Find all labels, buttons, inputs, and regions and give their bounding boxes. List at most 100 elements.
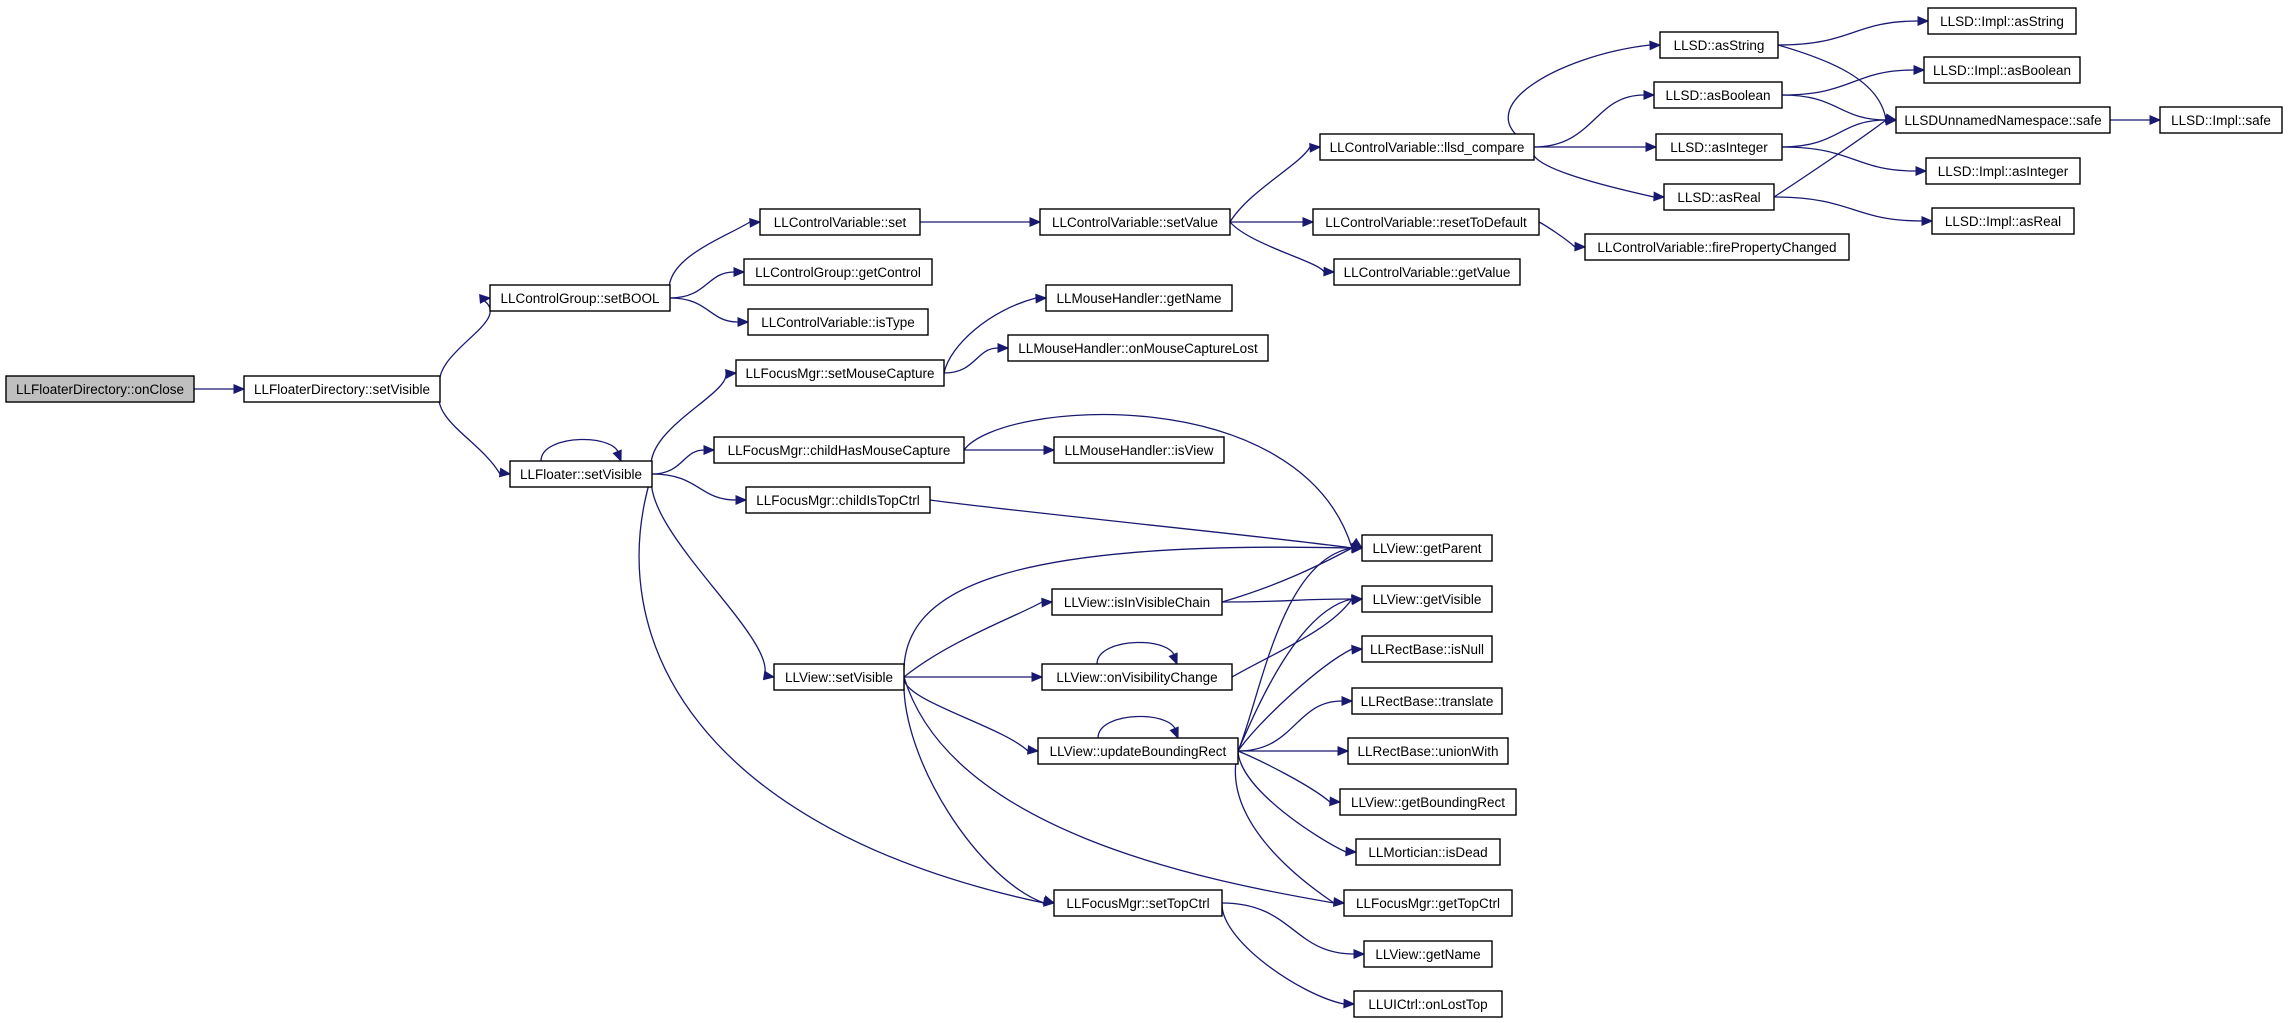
- node-vGetName[interactable]: LLView::getName: [1363, 940, 1493, 968]
- node-mhGetName[interactable]: LLMouseHandler::getName: [1045, 284, 1233, 312]
- arrowhead: [1343, 998, 1356, 1009]
- edge-line: [1235, 750, 1335, 904]
- node-mhIsView[interactable]: LLMouseHandler::isView: [1053, 436, 1225, 464]
- node-label: LLControlVariable::llsd_compare: [1330, 140, 1525, 155]
- edge-fSetVisible-to-fmChildIsTopCtrl: [651, 473, 748, 505]
- edge-cvResetToDefault-to-cvFirePropertyChanged: [1538, 221, 1587, 252]
- node-cgGetControl[interactable]: LLControlGroup::getControl: [743, 258, 933, 286]
- edge-fSetVisible-to-fmChildHasMouseCapture: [651, 445, 716, 475]
- node-box: [1663, 183, 1775, 211]
- node-cvSetValue[interactable]: LLControlVariable::setValue: [1039, 208, 1231, 236]
- node-implSafe[interactable]: LLSD::Impl::safe: [2159, 106, 2283, 134]
- node-fdSetVisible[interactable]: LLFloaterDirectory::setVisible: [243, 375, 441, 403]
- node-onClose[interactable]: LLFloaterDirectory::onClose: [5, 375, 195, 403]
- edge-line: [1231, 598, 1353, 678]
- edge-vUpdateBoundingRect-to-rbUnionWith: [1238, 746, 1350, 756]
- node-box: [243, 375, 441, 403]
- edge-vUpdateBoundingRect-to-vGetBoundingRect: [1237, 750, 1342, 807]
- edge-fSetVisible-to-fmSetMouseCapture: [650, 369, 738, 475]
- edge-line: [903, 676, 1045, 904]
- edge-sdAsInteger-to-unnamedSafe: [1781, 115, 1898, 148]
- node-unnamedSafe[interactable]: LLSDUnnamedNamespace::safe: [1895, 106, 2111, 134]
- edge-fmChildHasMouseCapture-to-mhIsView: [963, 445, 1056, 455]
- edge-line: [903, 546, 1353, 678]
- node-sdAsInteger[interactable]: LLSD::asInteger: [1655, 133, 1783, 161]
- node-box: [759, 208, 921, 236]
- node-vOnVisibilityChange[interactable]: LLView::onVisibilityChange: [1041, 663, 1233, 691]
- node-fmChildIsTopCtrl[interactable]: LLFocusMgr::childIsTopCtrl: [745, 486, 931, 514]
- edge-cvSetValue-to-cvLlsdCompare: [1229, 142, 1322, 223]
- node-rbUnionWith[interactable]: LLRectBase::unionWith: [1347, 737, 1509, 765]
- node-vGetParent[interactable]: LLView::getParent: [1361, 534, 1493, 562]
- node-vIsInVisibleChain[interactable]: LLView::isInVisibleChain: [1051, 588, 1223, 616]
- edge-vUpdateBoundingRect-to-fmGetTopCtrl: [1235, 750, 1346, 907]
- node-label: LLView::getParent: [1372, 541, 1481, 556]
- node-sdAsString[interactable]: LLSD::asString: [1659, 31, 1779, 59]
- edge-fmChildIsTopCtrl-to-vGetParent: [929, 499, 1364, 553]
- node-cvLlsdCompare[interactable]: LLControlVariable::llsd_compare: [1319, 133, 1535, 161]
- edge-line: [943, 347, 999, 374]
- node-fSetVisible[interactable]: LLFloater::setVisible: [509, 460, 653, 488]
- edge-line: [1097, 715, 1177, 739]
- node-sdAsBoolean[interactable]: LLSD::asBoolean: [1653, 81, 1783, 109]
- node-label: LLSD::Impl::asString: [1940, 14, 2064, 29]
- node-label: LLSD::asInteger: [1670, 140, 1768, 155]
- node-label: LLControlVariable::set: [774, 215, 907, 230]
- node-mIsDead[interactable]: LLMortician::isDead: [1355, 838, 1501, 866]
- node-cgSetBOOL[interactable]: LLControlGroup::setBOOL: [489, 284, 671, 312]
- node-rbIsNull[interactable]: LLRectBase::isNull: [1361, 635, 1493, 663]
- edge-line: [650, 473, 766, 678]
- node-box: [1007, 334, 1269, 362]
- node-label: LLControlGroup::setBOOL: [500, 291, 660, 306]
- edge-line: [540, 438, 620, 462]
- edge-line: [438, 388, 501, 475]
- node-vUpdateBoundingRect[interactable]: LLView::updateBoundingRect: [1037, 737, 1239, 765]
- node-cvGetValue[interactable]: LLControlVariable::getValue: [1333, 258, 1521, 286]
- node-cvFirePropertyChanged[interactable]: LLControlVariable::firePropertyChanged: [1584, 233, 1850, 261]
- node-cvIsType[interactable]: LLControlVariable::isType: [747, 308, 929, 336]
- node-implAsInteger[interactable]: LLSD::Impl::asInteger: [1925, 157, 2081, 185]
- edge-vUpdateBoundingRect-to-vGetVisible: [1237, 594, 1364, 752]
- node-implAsBoolean[interactable]: LLSD::Impl::asBoolean: [1923, 56, 2081, 84]
- node-vGetVisible[interactable]: LLView::getVisible: [1361, 585, 1493, 613]
- node-label: LLRectBase::unionWith: [1357, 744, 1498, 759]
- node-fmGetTopCtrl[interactable]: LLFocusMgr::getTopCtrl: [1343, 889, 1513, 917]
- node-cvResetToDefault[interactable]: LLControlVariable::resetToDefault: [1312, 208, 1540, 236]
- arrowhead: [1574, 241, 1587, 252]
- node-vGetBoundingRect[interactable]: LLView::getBoundingRect: [1339, 788, 1517, 816]
- arrowhead: [1653, 191, 1666, 202]
- node-box: [1363, 940, 1493, 968]
- node-vSetVisible[interactable]: LLView::setVisible: [773, 663, 905, 691]
- node-label: LLRectBase::translate: [1361, 694, 1494, 709]
- node-uiOnLostTop[interactable]: LLUICtrl::onLostTop: [1353, 990, 1503, 1018]
- node-implAsString[interactable]: LLSD::Impl::asString: [1927, 7, 2077, 35]
- node-label: LLFocusMgr::setMouseCapture: [745, 366, 934, 381]
- edge-fmSetTopCtrl-to-vGetName: [1221, 902, 1366, 959]
- arrowhead: [1168, 652, 1178, 666]
- edge-sdAsInteger-to-implAsInteger: [1781, 146, 1928, 176]
- node-label: LLControlVariable::setValue: [1052, 215, 1218, 230]
- edge-sdAsString-to-unnamedSafe: [1777, 44, 1898, 124]
- edge-vUpdateBoundingRect-to-vGetParent: [1237, 543, 1364, 752]
- edge-vOnVisibilityChange-to-vOnVisibilityChange: [1096, 641, 1178, 666]
- edge-vSetVisible-to-fmGetTopCtrl: [903, 676, 1346, 907]
- edge-line: [650, 372, 727, 475]
- arrowhead: [1337, 746, 1350, 756]
- node-box: [1333, 258, 1521, 286]
- node-fmSetMouseCapture[interactable]: LLFocusMgr::setMouseCapture: [735, 359, 945, 387]
- edge-cvSetValue-to-cvResetToDefault: [1230, 217, 1315, 227]
- edge-line: [1237, 547, 1353, 752]
- node-sdAsReal[interactable]: LLSD::asReal: [1663, 183, 1775, 211]
- node-rbTranslate[interactable]: LLRectBase::translate: [1351, 687, 1503, 715]
- node-box: [1053, 436, 1225, 464]
- node-fmChildHasMouseCapture[interactable]: LLFocusMgr::childHasMouseCapture: [713, 436, 965, 464]
- node-cvSet[interactable]: LLControlVariable::set: [759, 208, 921, 236]
- node-mhOnMouseCaptureLost[interactable]: LLMouseHandler::onMouseCaptureLost: [1007, 334, 1269, 362]
- node-box: [1361, 534, 1493, 562]
- edge-line: [1781, 146, 1917, 172]
- edge-cvSet-to-cvSetValue: [920, 217, 1042, 227]
- node-fmSetTopCtrl[interactable]: LLFocusMgr::setTopCtrl: [1053, 889, 1223, 917]
- node-implAsReal[interactable]: LLSD::Impl::asReal: [1931, 207, 2075, 235]
- node-label: LLSD::Impl::safe: [2171, 113, 2271, 128]
- node-box: [5, 375, 195, 403]
